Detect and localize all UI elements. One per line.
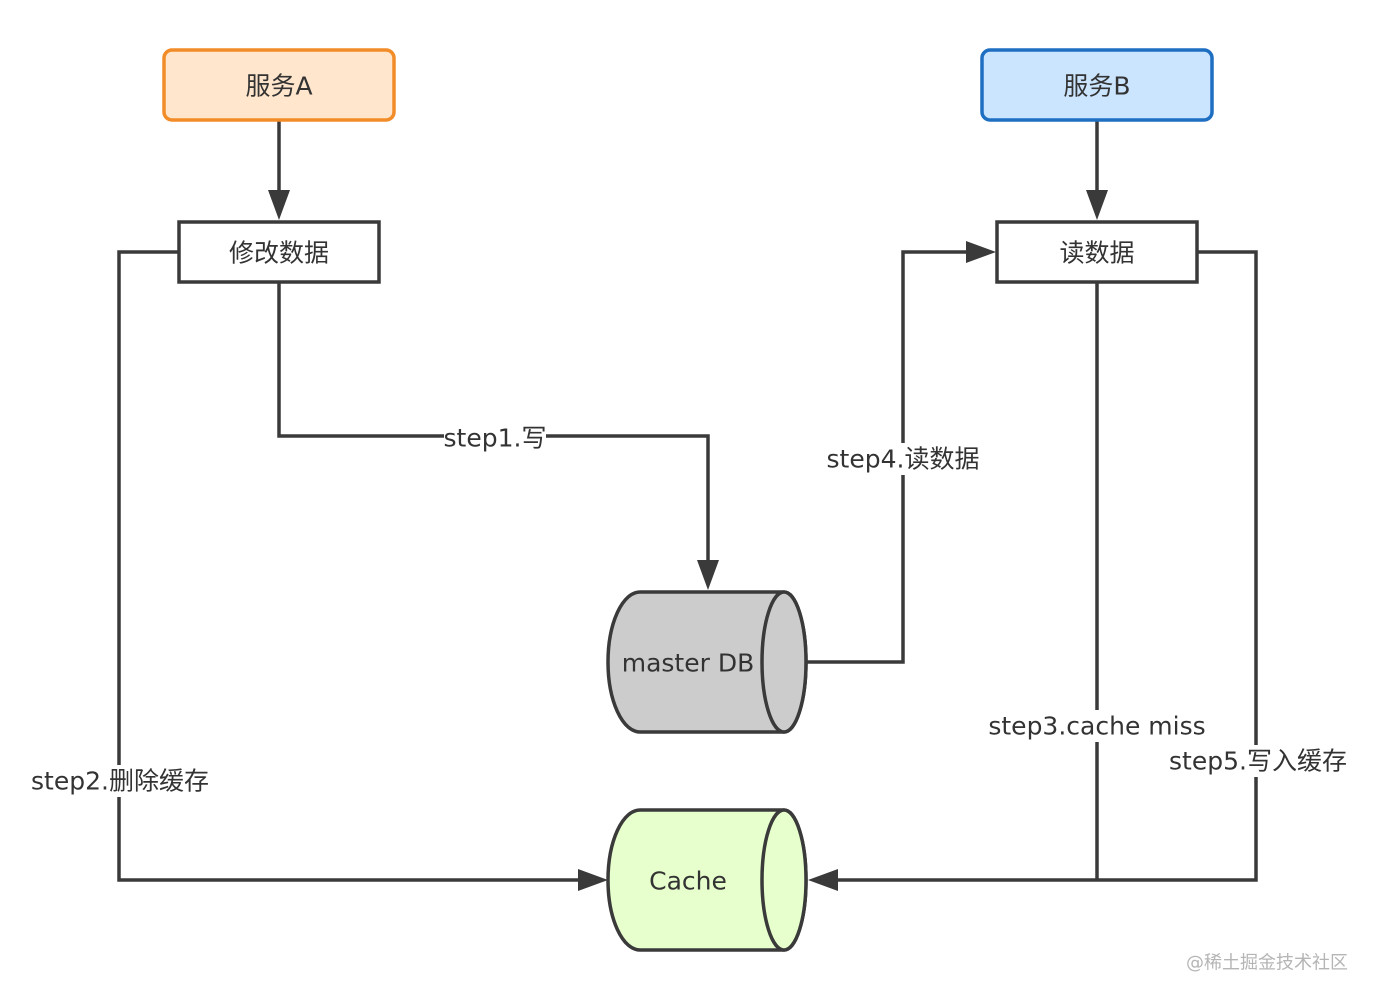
node-modify-data-box	[177, 220, 381, 284]
node-modify-data-label: 修改数据	[229, 239, 329, 268]
edge-label-bg	[825, 443, 981, 475]
node-service-a: 服务A	[162, 48, 396, 122]
node-service-b-box	[980, 48, 1214, 122]
node-master-db-cap	[760, 590, 808, 734]
arrowhead-icon	[808, 869, 838, 891]
node-cache: Cache	[606, 808, 808, 952]
arrowhead-icon	[578, 869, 608, 891]
watermark: @稀土掘金技术社区	[1186, 953, 1348, 974]
node-service-b-label: 服务B	[1063, 72, 1130, 101]
edge-label-step2: step2.删除缓存	[31, 767, 209, 796]
node-service-a-label: 服务A	[245, 72, 312, 101]
edge-step5	[836, 250, 1258, 882]
edge-label-step5: step5.写入缓存	[1169, 747, 1347, 776]
arrowhead-icon	[268, 190, 290, 220]
node-modify-data: 修改数据	[177, 220, 381, 284]
edge-step2	[117, 250, 580, 882]
node-service-a-box	[162, 48, 396, 122]
edge-label-step3: step3.cache miss	[988, 712, 1205, 741]
arrowhead-icon	[1086, 190, 1108, 220]
node-read-data-box	[995, 220, 1199, 284]
edge-label-bg	[992, 710, 1202, 742]
arrowhead-icon	[966, 241, 996, 263]
edge-label-bg	[444, 422, 546, 452]
node-cache-cap	[760, 808, 808, 952]
edge-label-bg	[30, 765, 210, 797]
edge-label-step4: step4.读数据	[827, 445, 980, 474]
arrowhead-icon	[697, 560, 719, 590]
node-read-data-label: 读数据	[1059, 239, 1134, 268]
edge-label-bg	[1168, 745, 1348, 777]
node-service-b: 服务B	[980, 48, 1214, 122]
node-master-db-label: master DB	[622, 649, 755, 678]
node-cache-label: Cache	[649, 867, 727, 896]
node-read-data: 读数据	[995, 220, 1199, 284]
node-master-db: master DB	[606, 590, 808, 734]
edge-label-step1: step1.写	[444, 424, 547, 453]
